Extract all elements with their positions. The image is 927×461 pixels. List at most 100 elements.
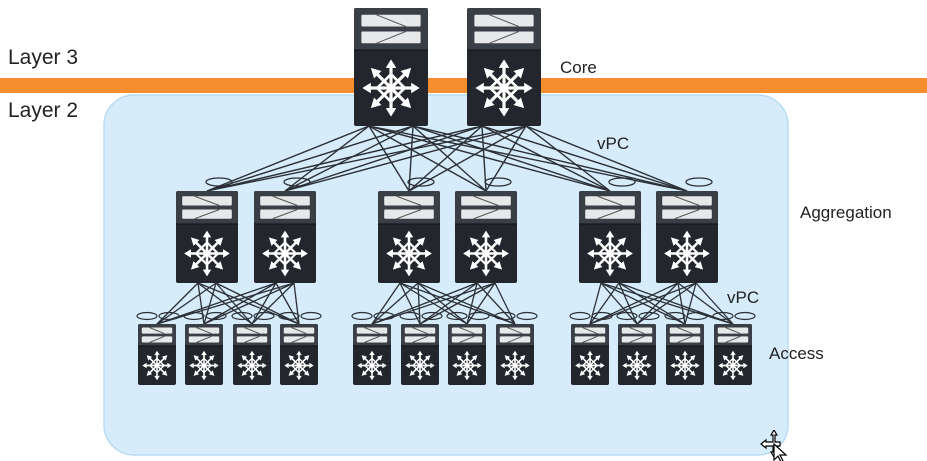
access-switch-1-2 <box>185 324 223 385</box>
vpc-bundle-agg <box>205 177 233 187</box>
access-switch-2-4 <box>496 324 534 385</box>
core-switch-2 <box>467 8 541 126</box>
layer-boundary-bar <box>0 78 927 93</box>
agg-access-link <box>466 282 496 325</box>
core-agg-link <box>412 125 688 192</box>
core-agg-link <box>408 125 527 192</box>
vpc-bundle-access <box>300 311 322 321</box>
vpc-bundle-access <box>278 311 300 321</box>
vpc-bundle-access <box>712 311 734 321</box>
core-agg-link <box>412 125 611 192</box>
core-agg-link <box>485 125 527 192</box>
vpc-bundle-access <box>638 311 660 321</box>
core-agg-link <box>206 125 370 192</box>
agg-access-link <box>589 282 697 325</box>
vpc-bundle-agg <box>608 177 636 187</box>
vpc-bundle-access <box>494 311 516 321</box>
aggregation-switch-2-2 <box>455 191 517 283</box>
agg-access-link <box>466 282 478 325</box>
access-switch-2-1 <box>353 324 391 385</box>
nexus-switch-icon <box>236 349 268 382</box>
agg-access-link <box>476 282 516 325</box>
vpc-bundle-agg <box>484 177 512 187</box>
nexus-switch-icon <box>669 349 701 382</box>
agg-access-link <box>215 282 253 325</box>
core-label: Core <box>560 58 597 77</box>
agg-access-link <box>371 282 496 325</box>
agg-access-link <box>203 282 277 325</box>
vpc-bundle-access <box>421 311 443 321</box>
vpc-bundle-agg <box>283 177 311 187</box>
nexus-switch-icon <box>182 229 232 278</box>
nexus-switch-icon <box>260 229 310 278</box>
agg-access-link <box>600 282 638 325</box>
vpc-bundle-access <box>616 311 638 321</box>
core-switch-1 <box>354 8 428 126</box>
vpc-bundle-access <box>399 311 421 321</box>
vpc-bundle-agg <box>685 177 713 187</box>
core-agg-link <box>368 125 487 192</box>
nexus-switch-icon <box>717 349 749 382</box>
nexus-switch-icon <box>585 229 635 278</box>
nexus-switch-icon <box>360 57 422 119</box>
agg-access-link <box>677 282 734 325</box>
move-cursor-icon <box>760 430 788 461</box>
aggregation-switch-1-1 <box>176 191 238 283</box>
layer-2-zone <box>103 94 789 456</box>
agg-access-link <box>417 282 468 325</box>
nexus-switch-icon <box>404 349 436 382</box>
access-switch-1-1 <box>138 324 176 385</box>
vpc-bundle-access <box>136 311 158 321</box>
agg-access-link <box>156 282 199 325</box>
agg-access-link <box>399 282 421 325</box>
agg-access-link <box>251 282 295 325</box>
core-agg-link <box>206 125 414 192</box>
core-agg-link <box>284 125 483 192</box>
aggregation-switch-3-2 <box>656 191 718 283</box>
vpc-bundle-access <box>569 311 591 321</box>
access-switch-2-3 <box>448 324 486 385</box>
core-agg-link <box>284 125 527 192</box>
core-agg-link <box>525 125 688 192</box>
links <box>156 125 734 325</box>
aggregation-switch-2-1 <box>378 191 440 283</box>
vpc-bundle-access <box>183 311 205 321</box>
layer-2-label: Layer 2 <box>8 99 79 122</box>
agg-access-link <box>695 282 734 325</box>
access-switch-1-3 <box>233 324 271 385</box>
agg-access-link <box>494 282 516 325</box>
vpc-bundle-access <box>231 311 253 321</box>
access-switch-1-4 <box>280 324 318 385</box>
core-agg-link <box>368 125 410 192</box>
vpc-bundle-access <box>664 311 686 321</box>
vpc-bundle-access <box>446 311 468 321</box>
agg-access-link <box>203 282 295 325</box>
agg-access-link <box>417 282 516 325</box>
access-switch-3-2 <box>618 324 656 385</box>
aggregation-label: Aggregation <box>800 203 892 222</box>
vpc-bundle-agg <box>407 177 435 187</box>
core-agg-link <box>284 125 414 192</box>
vpc-bundle-access <box>158 311 180 321</box>
vpc-bundle-access <box>516 311 538 321</box>
agg-access-link <box>275 282 300 325</box>
vpc-core-label: vPC <box>597 134 630 153</box>
vpc-bundle-access <box>253 311 275 321</box>
vpc-access-label: vPC <box>727 288 760 307</box>
access-label: Access <box>769 344 824 363</box>
agg-access-link <box>371 282 478 325</box>
core-agg-link <box>481 125 611 192</box>
agg-access-link <box>156 282 277 325</box>
vpc-bundle-access <box>686 311 708 321</box>
agg-access-link <box>636 282 679 325</box>
core-agg-link <box>525 125 611 192</box>
nexus-switch-icon <box>283 349 315 382</box>
nexus-switch-icon <box>499 349 531 382</box>
agg-access-link <box>419 282 478 325</box>
core-agg-link <box>284 125 370 192</box>
aggregation-switch-1-2 <box>254 191 316 283</box>
nexus-switch-icon <box>473 57 535 119</box>
vpc-bundle-access <box>351 311 373 321</box>
core-agg-link <box>206 125 527 192</box>
